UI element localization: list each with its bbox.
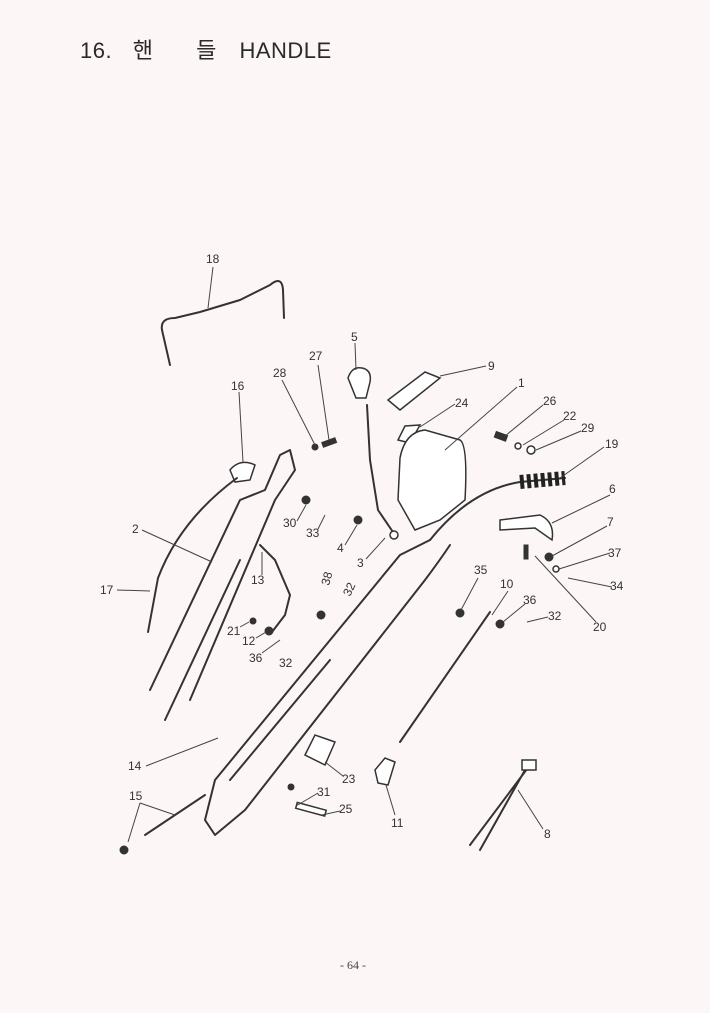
callout-3: 3 [357, 556, 364, 570]
callout-29: 29 [581, 421, 595, 435]
small-fasteners [249, 430, 560, 817]
callout-33: 33 [306, 526, 320, 540]
callout-9: 9 [488, 359, 495, 373]
callout-32: 32 [340, 580, 358, 598]
callout-4: 4 [337, 541, 344, 555]
callout-35: 35 [474, 563, 488, 577]
part-3-shift-lever [366, 404, 399, 540]
callout-2: 2 [132, 522, 139, 536]
title-english: HANDLE [239, 38, 332, 63]
callout-15: 15 [129, 789, 143, 803]
callout-20: 20 [593, 620, 607, 634]
callout-5: 5 [351, 330, 358, 344]
leader-lines [116, 266, 613, 843]
callout-8: 8 [544, 827, 551, 841]
part-23-plate [303, 734, 337, 767]
part-2-left-handle [149, 449, 296, 721]
callout-21: 21 [227, 624, 241, 638]
callout-38: 38 [318, 570, 335, 587]
part-6-clutch-lever [499, 514, 554, 542]
part-15-cable [119, 794, 206, 855]
callout-17: 17 [100, 583, 114, 597]
callout-22: 22 [563, 409, 577, 423]
callout-12: 12 [242, 634, 256, 648]
part-19-grip [429, 471, 566, 541]
callout-1: 1 [518, 376, 525, 390]
callout-19: 19 [605, 437, 619, 451]
part-10-cable [399, 611, 491, 743]
callout-26: 26 [543, 394, 557, 408]
callout-7: 7 [607, 515, 614, 529]
callout-36b: 36 [249, 651, 263, 665]
part-13-lever [259, 544, 291, 633]
callout-37: 37 [608, 546, 622, 560]
title-korean-2: 들 [196, 38, 217, 63]
part-14-main-handle [204, 539, 451, 836]
callout-11: 11 [391, 816, 404, 830]
callout-31: 31 [317, 785, 331, 799]
callout-18: 18 [206, 252, 220, 266]
part-17-cable [147, 477, 238, 633]
callout-27: 27 [309, 349, 323, 363]
page-title: 16. 핸 들 HANDLE [80, 33, 332, 65]
part-16-lever [229, 461, 256, 483]
callout-6: 6 [609, 482, 616, 496]
callout-28: 28 [273, 366, 287, 380]
callout-32b: 32 [548, 609, 562, 623]
callout-30: 30 [283, 516, 297, 530]
callout-23: 23 [342, 772, 356, 786]
callout-32c: 32 [279, 656, 293, 670]
section-number: 16. [80, 38, 113, 63]
callout-16: 16 [231, 379, 245, 393]
callout-25: 25 [339, 802, 353, 816]
callout-36: 36 [523, 593, 537, 607]
callout-24: 24 [455, 396, 469, 410]
part-8-switch [469, 759, 537, 851]
callout-13: 13 [251, 573, 265, 587]
callout-10: 10 [500, 577, 514, 591]
part-1-shift-box [397, 429, 467, 531]
part-5-knob [347, 366, 372, 399]
part-11-grommet [374, 757, 396, 786]
part-9-cover [386, 371, 442, 411]
title-korean-1: 핸 [132, 38, 154, 63]
callout-labels: 18 5 27 28 16 9 1 24 26 22 29 19 6 2 30 … [100, 252, 624, 841]
callout-34: 34 [610, 579, 624, 593]
part-18-handle-bar [160, 280, 285, 366]
page-number: - 64 - [340, 958, 366, 972]
callout-14: 14 [128, 759, 142, 773]
